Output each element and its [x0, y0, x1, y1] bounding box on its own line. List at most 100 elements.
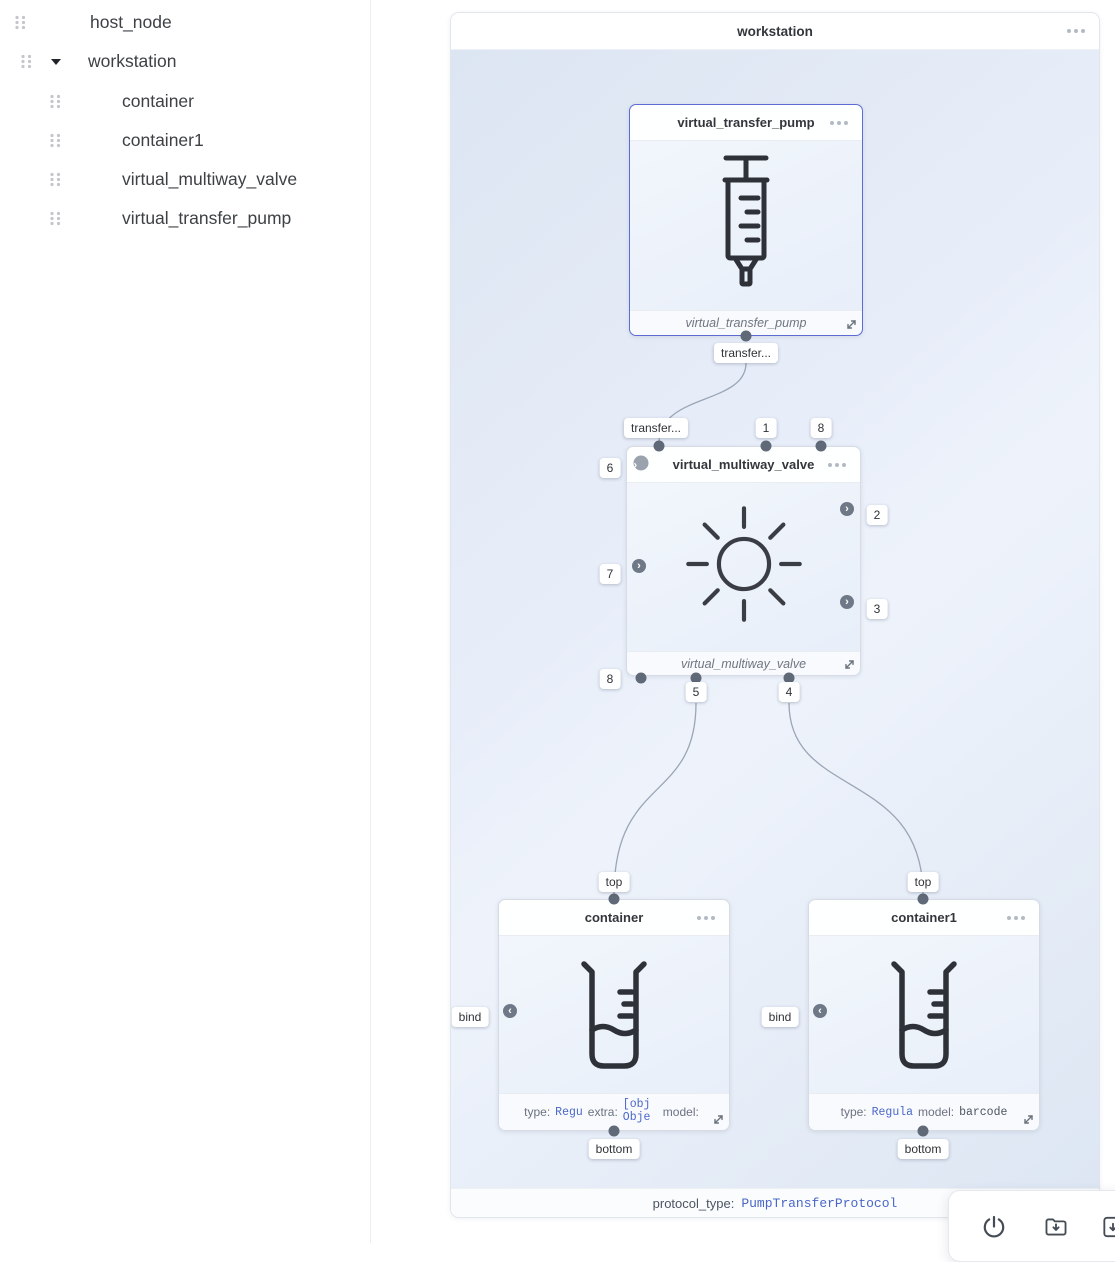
- chevron-right-icon: [637, 561, 641, 572]
- port-label-valve-transfer: transfer...: [623, 418, 689, 438]
- port-label-valve-4: 4: [778, 682, 800, 702]
- tree-item-virtual-multiway-valve[interactable]: virtual_multiway_valve: [0, 160, 370, 199]
- chevron-right-icon: [845, 597, 849, 608]
- port-dot-valve-4[interactable]: [783, 672, 795, 684]
- tree-item-label: container1: [122, 130, 204, 150]
- node-title: virtual_transfer_pump: [677, 115, 815, 130]
- field-value[interactable]: Regu: [555, 1105, 583, 1119]
- node-virtual-transfer-pump[interactable]: virtual_transfer_pump virtual_transfer_p…: [629, 104, 863, 336]
- beaker-icon: [891, 961, 957, 1069]
- tree-item-container[interactable]: container: [0, 82, 370, 121]
- port-dot-pump-transfer[interactable]: [740, 330, 752, 342]
- port-label-pump-transfer: transfer...: [713, 343, 779, 363]
- drag-handle-icon[interactable]: [49, 132, 62, 149]
- port-label-valve-8-top: 8: [810, 418, 832, 438]
- tree-item-label: host_node: [90, 12, 172, 32]
- tree-item-virtual-transfer-pump[interactable]: virtual_transfer_pump: [0, 199, 370, 238]
- port-label-valve-5: 5: [685, 682, 707, 702]
- port-dot-valve-1[interactable]: [760, 440, 772, 452]
- port-label-container-bottom: bottom: [588, 1139, 640, 1159]
- field-label: type:: [840, 1105, 867, 1119]
- port-label-container1-top: top: [907, 872, 939, 892]
- port-dot-container1-bottom[interactable]: [917, 1125, 929, 1137]
- more-menu-icon[interactable]: [1007, 915, 1025, 920]
- folder-download-icon[interactable]: [1043, 1214, 1069, 1240]
- drag-handle-icon[interactable]: [14, 14, 27, 31]
- node-container1[interactable]: container1 type: Regula model: barcode: [808, 899, 1040, 1131]
- resize-handle-icon[interactable]: [1023, 1114, 1034, 1125]
- protocol-type-label: protocol_type:: [652, 1195, 735, 1211]
- chevron-right-icon: [634, 460, 638, 472]
- port-dot-valve-3[interactable]: [840, 595, 854, 609]
- port-label-valve-1: 1: [755, 418, 777, 438]
- port-label-container-top: top: [598, 872, 630, 892]
- more-menu-icon[interactable]: [830, 120, 848, 125]
- port-label-container-bind: bind: [451, 1007, 489, 1027]
- node-container[interactable]: container type: Regu extra: [obj Obje mo…: [498, 899, 730, 1131]
- chevron-right-icon: [845, 504, 849, 515]
- tree-item-workstation[interactable]: workstation: [0, 42, 370, 81]
- node-header[interactable]: virtual_multiway_valve: [627, 447, 860, 483]
- workstation-group-node[interactable]: workstation virtual_transfer_pump: [450, 12, 1100, 1218]
- beaker-icon: [581, 961, 647, 1069]
- more-menu-icon[interactable]: [1067, 29, 1085, 33]
- field-value[interactable]: barcode: [959, 1105, 1008, 1119]
- more-menu-icon[interactable]: [828, 462, 846, 467]
- node-virtual-multiway-valve[interactable]: virtual_multiway_valve virtual_multiway_…: [626, 446, 861, 676]
- node-footer: virtual_multiway_valve: [627, 651, 860, 675]
- field-label: extra:: [587, 1105, 618, 1119]
- node-properties-footer: type: Regu extra: [obj Obje model:: [499, 1093, 729, 1130]
- drag-handle-icon[interactable]: [49, 210, 62, 227]
- caret-down-icon[interactable]: [51, 59, 61, 65]
- power-icon[interactable]: [981, 1214, 1007, 1240]
- resize-handle-icon[interactable]: [713, 1114, 724, 1125]
- device-tree-sidebar: host_node workstation container containe…: [0, 0, 371, 1243]
- node-instance-name: virtual_multiway_valve: [680, 656, 807, 671]
- more-menu-icon[interactable]: [697, 915, 715, 920]
- tree-item-container1[interactable]: container1: [0, 121, 370, 160]
- port-dot-valve-transfer[interactable]: [653, 440, 665, 452]
- resize-handle-icon[interactable]: [846, 319, 857, 330]
- port-dot-valve-8-top[interactable]: [815, 440, 827, 452]
- field-label: model:: [918, 1105, 955, 1119]
- workstation-header[interactable]: workstation: [451, 13, 1099, 50]
- node-title: container: [584, 910, 644, 925]
- drag-handle-icon[interactable]: [20, 53, 33, 70]
- syringe-icon: [722, 155, 770, 287]
- node-title: virtual_multiway_valve: [672, 457, 815, 472]
- port-dot-valve-5[interactable]: [690, 672, 702, 684]
- field-label: model:: [662, 1105, 699, 1119]
- node-properties-footer: type: Regula model: barcode: [809, 1093, 1039, 1130]
- export-icon[interactable]: [1100, 1214, 1115, 1240]
- node-header[interactable]: virtual_transfer_pump: [630, 105, 862, 141]
- field-value[interactable]: Regula: [871, 1105, 914, 1119]
- port-dot-container-bind[interactable]: [503, 1004, 517, 1018]
- port-label-container1-bottom: bottom: [897, 1139, 949, 1159]
- field-value[interactable]: [obj Obje: [622, 1098, 651, 1124]
- drag-handle-icon[interactable]: [49, 93, 62, 110]
- port-dot-valve-2[interactable]: [840, 502, 854, 516]
- resize-handle-icon[interactable]: [844, 659, 855, 670]
- port-dot-container-top[interactable]: [608, 893, 620, 905]
- port-dot-valve-7[interactable]: [632, 559, 646, 573]
- protocol-type-value[interactable]: PumpTransferProtocol: [741, 1195, 898, 1211]
- port-dot-container1-bind[interactable]: [813, 1004, 827, 1018]
- port-label-valve-7: 7: [599, 564, 621, 584]
- tree-item-host-node[interactable]: host_node: [0, 3, 370, 42]
- tree-item-label: workstation: [88, 51, 177, 71]
- port-dot-container1-top[interactable]: [917, 893, 929, 905]
- port-label-valve-8-left: 8: [599, 669, 621, 689]
- port-dot-valve-6[interactable]: [633, 455, 649, 472]
- workstation-title: workstation: [737, 23, 813, 39]
- chevron-left-icon: [508, 1006, 512, 1017]
- node-header[interactable]: container1: [809, 900, 1039, 936]
- port-dot-valve-8-left[interactable]: [635, 672, 647, 684]
- port-dot-container-bottom[interactable]: [608, 1125, 620, 1137]
- node-header[interactable]: container: [499, 900, 729, 936]
- tree-item-label: virtual_transfer_pump: [122, 208, 292, 228]
- tree-item-label: virtual_multiway_valve: [122, 169, 298, 189]
- drag-handle-icon[interactable]: [49, 171, 62, 188]
- tree-item-label: container: [122, 91, 194, 111]
- node-title: container1: [891, 910, 957, 925]
